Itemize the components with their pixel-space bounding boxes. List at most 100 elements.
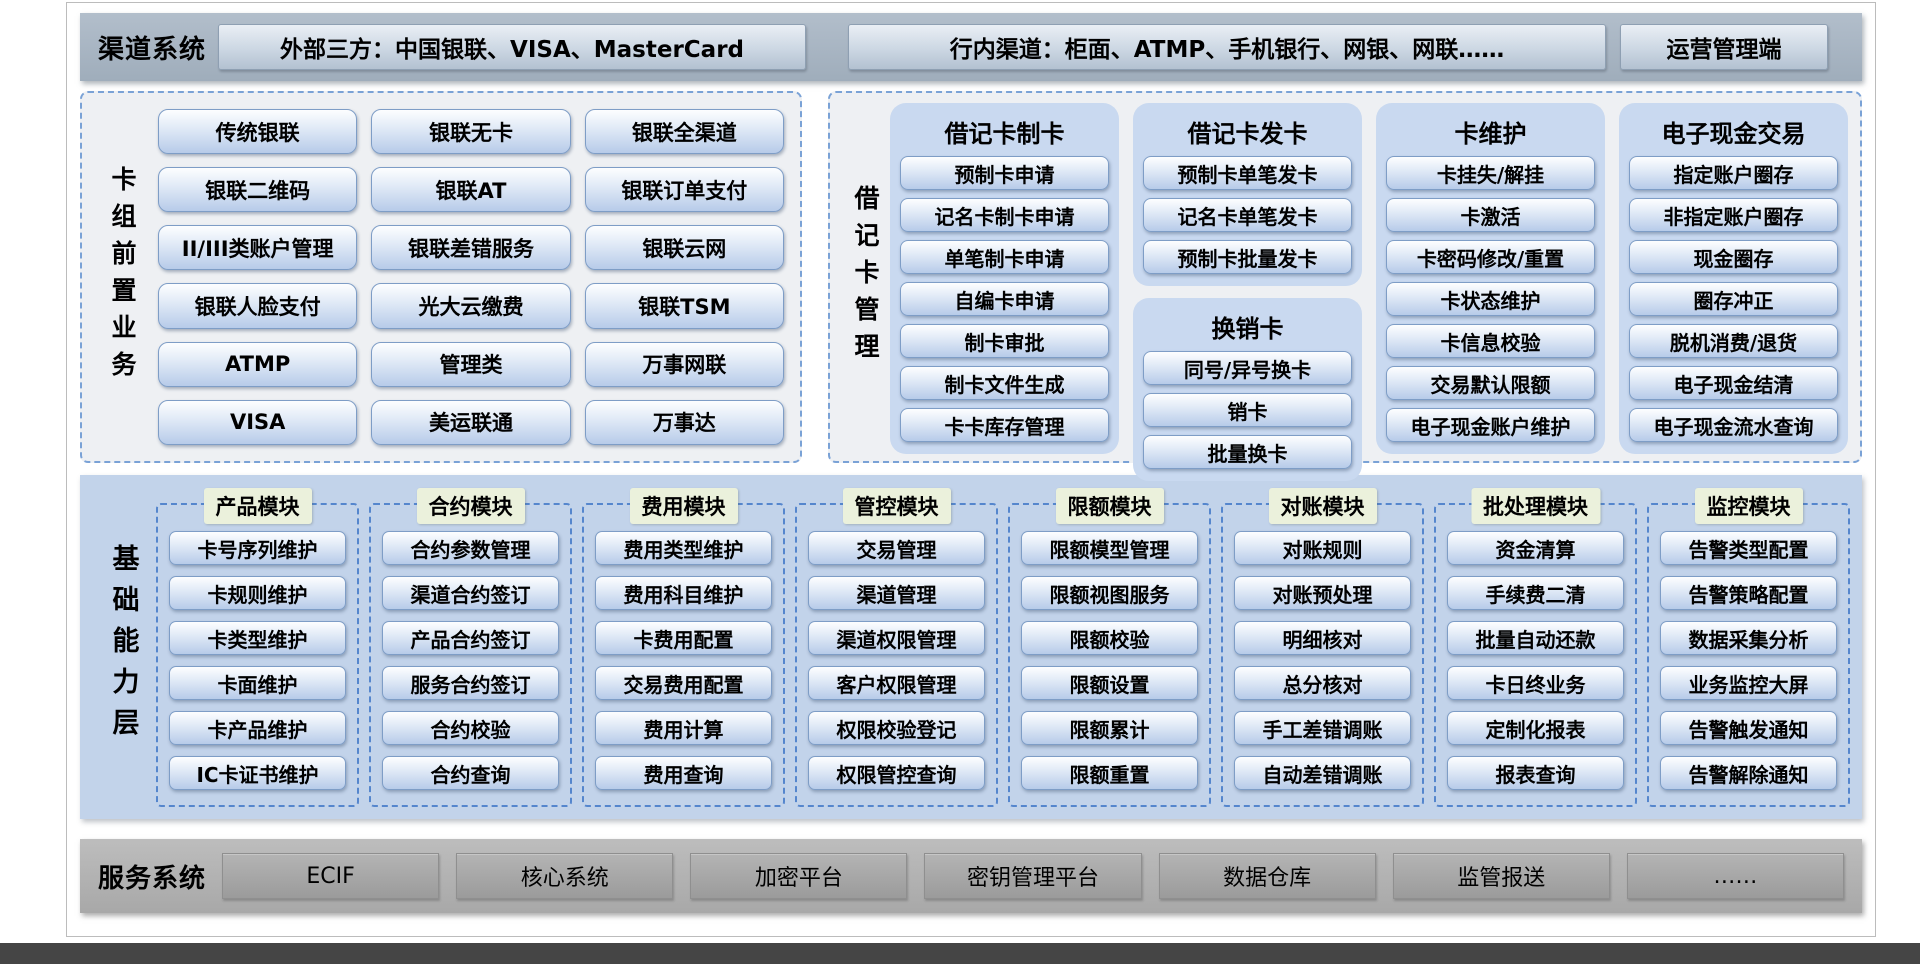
debit-column-3: 卡维护卡挂失/解挂卡激活卡密码修改/重置卡状态维护卡信息校验交易默认限额电子现金… — [1376, 103, 1605, 454]
module-item-button: 限额累计 — [1021, 711, 1198, 745]
debit-group-title: 电子现金交易 — [1661, 120, 1806, 148]
module-title: 管控模块 — [842, 488, 951, 524]
card-front-button: 银联无卡 — [371, 109, 571, 155]
module-item-button: 明细核对 — [1234, 621, 1411, 655]
module-item-button: 对账预处理 — [1234, 576, 1411, 610]
module-title: 合约模块 — [416, 488, 525, 524]
service-box-4: 密钥管理平台 — [924, 853, 1142, 899]
module-8: 监控模块告警类型配置告警策略配置数据采集分析业务监控大屏告警触发通知告警解除通知 — [1647, 488, 1850, 807]
channel-box-1: 外部三方：中国银联、VISA、MasterCard — [218, 24, 807, 70]
module-item-button: 告警策略配置 — [1660, 576, 1837, 610]
module-item-button: 客户权限管理 — [808, 666, 985, 700]
debit-item-button: 自编卡申请 — [900, 282, 1109, 316]
module-item-button: 限额模型管理 — [1021, 531, 1198, 565]
debit-item-button: 圈存冲正 — [1629, 282, 1838, 316]
module-item-button: 卡面维护 — [169, 666, 346, 700]
debit-group-title: 卡维护 — [1454, 120, 1527, 148]
card-front-button: VISA — [158, 399, 358, 445]
module-5: 限额模块限额模型管理限额视图服务限额校验限额设置限额累计限额重置 — [1008, 488, 1211, 807]
service-box-3: 加密平台 — [690, 853, 908, 899]
module-item-button: 渠道合约签订 — [382, 576, 559, 610]
module-item-button: 限额重置 — [1021, 756, 1198, 790]
debit-column-2: 借记卡发卡预制卡单笔发卡记名卡单笔发卡预制卡批量发卡换销卡同号/异号换卡销卡批量… — [1133, 103, 1362, 481]
module-item-button: 告警触发通知 — [1660, 711, 1837, 745]
channel-box-list: 外部三方：中国银联、VISA、MasterCard 行内渠道：柜面、ATMP、手机… — [206, 24, 1844, 70]
module-item-button: 手工差错调账 — [1234, 711, 1411, 745]
debit-item-button: 记名卡制卡申请 — [900, 198, 1109, 232]
card-front-button: 美运联通 — [371, 399, 571, 445]
card-front-button: 银联全渠道 — [584, 109, 784, 155]
debit-item-button: 交易默认限额 — [1386, 366, 1595, 400]
debit-item-button: 电子现金流水查询 — [1629, 408, 1838, 442]
module-item-button: 合约参数管理 — [382, 531, 559, 565]
debit-item-button: 预制卡单笔发卡 — [1143, 156, 1352, 190]
module-4: 管控模块交易管理渠道管理渠道权限管理客户权限管理权限校验登记权限管控查询 — [795, 488, 998, 807]
module-item-button: 数据采集分析 — [1660, 621, 1837, 655]
module-item-button: 权限校验登记 — [808, 711, 985, 745]
card-front-button: ATMP — [158, 341, 358, 387]
diagram-frame: 渠道系统 外部三方：中国银联、VISA、MasterCard 行内渠道：柜面、AT… — [66, 2, 1876, 937]
module-item-button: 批量自动还款 — [1447, 621, 1624, 655]
module-item-button: 渠道管理 — [808, 576, 985, 610]
debit-column-1: 借记卡制卡预制卡申请记名卡制卡申请单笔制卡申请自编卡申请制卡审批制卡文件生成卡卡… — [890, 103, 1119, 454]
module-title: 限额模块 — [1055, 488, 1164, 524]
debit-item-button: 现金圈存 — [1629, 240, 1838, 274]
debit-item-button: 非指定账户圈存 — [1629, 198, 1838, 232]
debit-item-button: 制卡审批 — [900, 324, 1109, 358]
debit-column-4: 电子现金交易指定账户圈存非指定账户圈存现金圈存圈存冲正脱机消费/退货电子现金结清… — [1619, 103, 1848, 454]
card-front-button: 银联二维码 — [158, 167, 358, 213]
module-item-button: 限额校验 — [1021, 621, 1198, 655]
module-item-button: 告警类型配置 — [1660, 531, 1837, 565]
module-item-button: IC卡证书维护 — [169, 756, 346, 790]
debit-item-button: 卡激活 — [1386, 198, 1595, 232]
channel-bar-label: 渠道系统 — [98, 34, 207, 65]
card-front-button: II/III类账户管理 — [158, 225, 358, 271]
card-front-button: 银联AT — [371, 167, 571, 213]
debit-item-button: 卡挂失/解挂 — [1386, 156, 1595, 190]
module-item-button: 定制化报表 — [1447, 711, 1624, 745]
card-front-button: 银联云网 — [584, 225, 784, 271]
module-item-button: 报表查询 — [1447, 756, 1624, 790]
debit-item-button: 预制卡申请 — [900, 156, 1109, 190]
module-item-button: 交易管理 — [808, 531, 985, 565]
module-3: 费用模块费用类型维护费用科目维护卡费用配置交易费用配置费用计算费用查询 — [582, 488, 785, 807]
module-item-button: 渠道权限管理 — [808, 621, 985, 655]
module-item-button: 卡产品维护 — [169, 711, 346, 745]
debit-item-button: 卡信息校验 — [1386, 324, 1595, 358]
service-box-1: ECIF — [222, 853, 440, 899]
service-box-2: 核心系统 — [456, 853, 674, 899]
base-layer-vertical-label: 基础能力层 — [107, 543, 139, 749]
module-item-button: 合约查询 — [382, 756, 559, 790]
card-front-button: 管理类 — [371, 341, 571, 387]
module-title: 对账模块 — [1268, 488, 1377, 524]
module-item-button: 限额视图服务 — [1021, 576, 1198, 610]
module-title: 批处理模块 — [1471, 488, 1600, 524]
card-front-button: 万事达 — [584, 399, 784, 445]
debit-item-button: 电子现金结清 — [1629, 366, 1838, 400]
card-front-button: 银联TSM — [584, 283, 784, 329]
module-item-button: 服务合约签订 — [382, 666, 559, 700]
card-front-button: 银联订单支付 — [584, 167, 784, 213]
debit-item-button: 预制卡批量发卡 — [1143, 240, 1352, 274]
debit-card-columns: 借记卡制卡预制卡申请记名卡制卡申请单笔制卡申请自编卡申请制卡审批制卡文件生成卡卡… — [890, 101, 1850, 481]
service-box-5: 数据仓库 — [1158, 853, 1376, 899]
channel-system-bar: 渠道系统 外部三方：中国银联、VISA、MasterCard 行内渠道：柜面、AT… — [80, 13, 1862, 81]
channel-box-2: 行内渠道：柜面、ATMP、手机银行、网银、网联…… — [848, 24, 1607, 70]
debit-group-title: 借记卡发卡 — [1187, 120, 1308, 148]
module-item-button: 合约校验 — [382, 711, 559, 745]
module-item-button: 总分核对 — [1234, 666, 1411, 700]
debit-item-button: 脱机消费/退货 — [1629, 324, 1838, 358]
debit-item-button: 记名卡单笔发卡 — [1143, 198, 1352, 232]
module-title: 监控模块 — [1694, 488, 1803, 524]
card-front-button: 传统银联 — [158, 109, 358, 155]
debit-group: 借记卡发卡预制卡单笔发卡记名卡单笔发卡预制卡批量发卡 — [1133, 103, 1362, 286]
debit-group: 换销卡同号/异号换卡销卡批量换卡 — [1133, 298, 1362, 481]
module-item-button: 卡号序列维护 — [169, 531, 346, 565]
